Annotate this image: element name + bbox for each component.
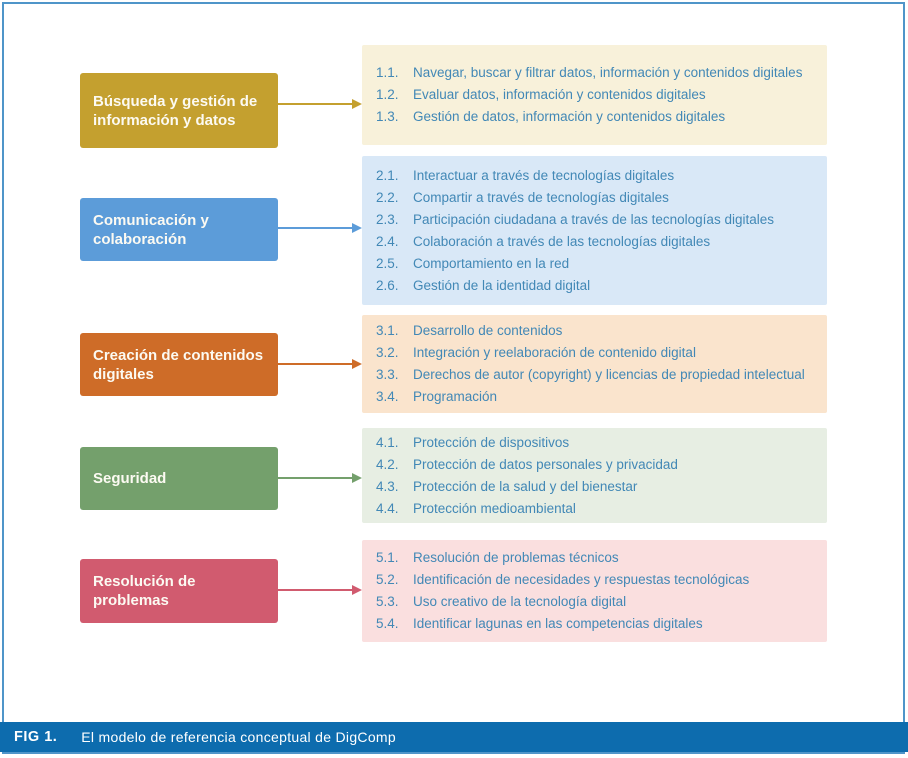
competence-number: 5.1. <box>376 550 399 565</box>
competence-text: Programación <box>413 389 498 404</box>
competence-number: 3.2. <box>376 345 399 360</box>
competence-item: 2.3. Participación ciudadana a través de… <box>376 209 817 231</box>
competence-text: Protección de dispositivos <box>413 434 570 450</box>
figure-caption-bar: FIG 1. El modelo de referencia conceptua… <box>0 722 908 752</box>
competence-text: Identificar lagunas en las competencias … <box>413 616 703 631</box>
arrow-head-icon <box>352 585 362 595</box>
area-box-resolucion: Resolución de problemas <box>80 559 278 623</box>
competence-item: 4.3. Protección de la salud y del bienes… <box>376 476 817 498</box>
arrow-shaft <box>278 477 352 479</box>
competence-item: 4.1. Protección de dispositivos <box>376 432 817 454</box>
competence-text: Identificación de necesidades y respuest… <box>413 572 750 587</box>
arrow-shaft <box>278 363 352 365</box>
arrow-head-icon <box>352 223 362 233</box>
competence-item: 3.1. Desarrollo de contenidos <box>376 320 817 342</box>
arrow-head-icon <box>352 99 362 109</box>
area-label: Búsqueda y gestión de información y dato… <box>93 92 258 129</box>
competence-number: 2.2. <box>376 189 399 205</box>
competence-number: 1.3. <box>376 109 399 124</box>
arrow-seguridad <box>278 473 362 483</box>
competence-item: 3.3. Derechos de autor (copyright) y lic… <box>376 364 817 386</box>
competence-item: 1.3. Gestión de datos, información y con… <box>376 106 817 128</box>
competence-number: 2.6. <box>376 277 399 293</box>
competence-text: Interactuar a través de tecnologías digi… <box>413 167 675 183</box>
arrow-shaft <box>278 103 352 105</box>
competence-item: 2.2. Compartir a través de tecnologías d… <box>376 187 817 209</box>
competence-text: Protección de datos personales y privaci… <box>413 456 678 472</box>
area-label: Seguridad <box>93 470 167 487</box>
competence-item: 3.4. Programación <box>376 386 817 408</box>
competence-item: 2.4. Colaboración a través de las tecnol… <box>376 231 817 253</box>
competence-item: 1.1. Navegar, buscar y filtrar datos, in… <box>376 62 817 84</box>
area-box-comunicacion: Comunicación y colaboración <box>80 198 278 261</box>
arrow-creacion <box>278 359 362 369</box>
competence-number: 4.1. <box>376 434 399 450</box>
competence-item: 4.4. Protección medioambiental <box>376 498 817 520</box>
competence-item: 5.2. Identificación de necesidades y res… <box>376 569 817 591</box>
competence-item: 5.3. Uso creativo de la tecnología digit… <box>376 591 817 613</box>
competence-item: 5.1. Resolución de problemas técnicos <box>376 547 817 569</box>
competence-text: Compartir a través de tecnologías digita… <box>413 189 669 205</box>
arrow-head-icon <box>352 359 362 369</box>
arrow-informacion <box>278 99 362 109</box>
competence-text: Navegar, buscar y filtrar datos, informa… <box>413 65 803 80</box>
competence-text: Integración y reelaboración de contenido… <box>413 345 696 360</box>
competence-number: 2.4. <box>376 233 399 249</box>
area-box-creacion: Creación de contenidos digitales <box>80 333 278 396</box>
competence-number: 5.3. <box>376 594 399 609</box>
figure-caption: El modelo de referencia conceptual de Di… <box>81 729 396 745</box>
competence-number: 1.1. <box>376 65 399 80</box>
competence-text: Derechos de autor (copyright) y licencia… <box>413 367 805 382</box>
arrow-shaft <box>278 589 352 591</box>
competence-number: 4.2. <box>376 456 399 472</box>
competence-panel-comunicacion: 2.1. Interactuar a través de tecnologías… <box>362 156 827 305</box>
competence-panel-resolucion: 5.1. Resolución de problemas técnicos 5.… <box>362 540 827 642</box>
competence-text: Uso creativo de la tecnología digital <box>413 594 627 609</box>
area-label: Comunicación y colaboración <box>93 211 209 248</box>
figure-number: FIG 1. <box>14 729 58 745</box>
competence-number: 5.4. <box>376 616 399 631</box>
arrow-comunicacion <box>278 223 362 233</box>
competence-number: 2.5. <box>376 255 399 271</box>
competence-item: 2.6. Gestión de la identidad digital <box>376 275 817 297</box>
competence-panel-informacion: 1.1. Navegar, buscar y filtrar datos, in… <box>362 45 827 145</box>
arrow-head-icon <box>352 473 362 483</box>
competence-text: Resolución de problemas técnicos <box>413 550 619 565</box>
competence-number: 2.3. <box>376 211 399 227</box>
competence-text: Evaluar datos, información y contenidos … <box>413 87 706 102</box>
competence-text: Participación ciudadana a través de las … <box>413 211 774 227</box>
competence-item: 2.5. Comportamiento en la red <box>376 253 817 275</box>
competence-text: Protección de la salud y del bienestar <box>413 478 638 494</box>
competence-item: 4.2. Protección de datos personales y pr… <box>376 454 817 476</box>
competence-text: Colaboración a través de las tecnologías… <box>413 233 711 249</box>
competence-number: 4.3. <box>376 478 399 494</box>
competence-panel-seguridad: 4.1. Protección de dispositivos 4.2. Pro… <box>362 428 827 523</box>
competence-number: 4.4. <box>376 500 399 516</box>
competence-item: 1.2. Evaluar datos, información y conten… <box>376 84 817 106</box>
competence-text: Protección medioambiental <box>413 500 576 516</box>
competence-text: Gestión de datos, información y contenid… <box>413 109 726 124</box>
area-label: Resolución de problemas <box>93 573 196 609</box>
competence-text: Comportamiento en la red <box>413 255 570 271</box>
competence-item: 5.4. Identificar lagunas en las competen… <box>376 613 817 635</box>
arrow-shaft <box>278 227 352 229</box>
area-label: Creación de contenidos digitales <box>93 346 264 383</box>
competence-item: 3.2. Integración y reelaboración de cont… <box>376 342 817 364</box>
competence-text: Gestión de la identidad digital <box>413 277 591 293</box>
competence-number: 3.4. <box>376 389 399 404</box>
competence-text: Desarrollo de contenidos <box>413 323 563 338</box>
competence-item: 2.1. Interactuar a través de tecnologías… <box>376 165 817 187</box>
competence-panel-creacion: 3.1. Desarrollo de contenidos 3.2. Integ… <box>362 315 827 413</box>
competence-number: 3.3. <box>376 367 399 382</box>
competence-number: 2.1. <box>376 167 399 183</box>
arrow-resolucion <box>278 585 362 595</box>
competence-number: 3.1. <box>376 323 399 338</box>
area-box-informacion: Búsqueda y gestión de información y dato… <box>80 73 278 148</box>
area-box-seguridad: Seguridad <box>80 447 278 510</box>
competence-number: 1.2. <box>376 87 399 102</box>
competence-number: 5.2. <box>376 572 399 587</box>
